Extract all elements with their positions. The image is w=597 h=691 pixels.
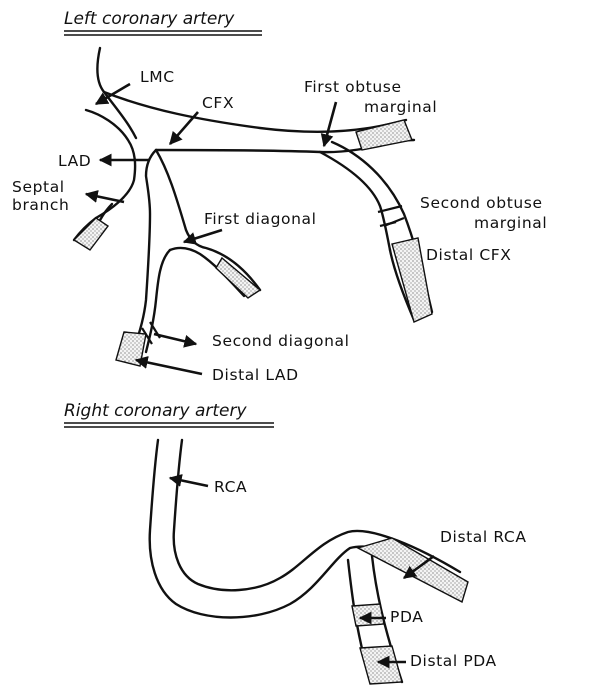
arrow-septal: [86, 194, 124, 202]
distal-pda-stippled-segment: [360, 646, 402, 684]
left-coronary-heading-group: Left coronary artery: [64, 9, 262, 35]
label-first-diagonal: First diagonal: [204, 210, 317, 228]
right-labels: RCA Distal RCA PDA Distal PDA: [170, 478, 527, 670]
arrow-second-diagonal: [154, 334, 196, 344]
label-second-obtuse-2: marginal: [474, 214, 547, 232]
label-rca: RCA: [214, 478, 247, 496]
right-coronary-heading: Right coronary artery: [64, 401, 247, 421]
label-distal-pda: Distal PDA: [410, 652, 497, 670]
label-lad: LAD: [58, 152, 91, 170]
right-coronary-tree: [150, 440, 468, 684]
label-distal-cfx: Distal CFX: [426, 246, 511, 264]
label-cfx: CFX: [202, 94, 234, 112]
first-diagonal-stippled-segment: [216, 258, 260, 298]
label-septal-2: branch: [12, 196, 69, 214]
label-distal-rca: Distal RCA: [440, 528, 527, 546]
label-lmc: LMC: [140, 68, 175, 86]
pda-stippled-segment: [352, 604, 384, 626]
arrow-first-obtuse: [324, 102, 336, 146]
label-first-obtuse-1: First obtuse: [304, 78, 402, 96]
label-distal-lad: Distal LAD: [212, 366, 299, 384]
arrow-distal-lad: [136, 360, 202, 374]
rca-outer-wall: [150, 440, 466, 618]
label-first-obtuse-2: marginal: [364, 98, 437, 116]
first-obtuse-stippled-segment: [356, 120, 412, 150]
label-septal-1: Septal: [12, 178, 65, 196]
distal-cfx-outer-wall: [320, 152, 390, 250]
arrow-rca: [170, 478, 208, 486]
right-coronary-heading-group: Right coronary artery: [64, 401, 274, 427]
arrow-cfx: [170, 112, 198, 144]
label-pda: PDA: [390, 608, 423, 626]
left-coronary-heading: Left coronary artery: [64, 9, 235, 29]
label-second-diagonal: Second diagonal: [212, 332, 350, 350]
label-second-obtuse-1: Second obtuse: [420, 194, 543, 212]
septal-stippled-segment: [74, 218, 108, 250]
cfx-upper-wall: [104, 92, 406, 132]
